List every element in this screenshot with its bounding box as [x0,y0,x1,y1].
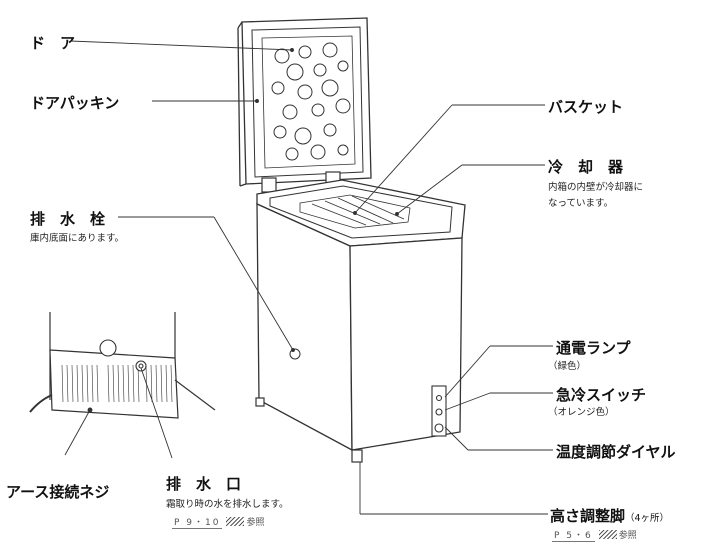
door-circle [286,63,304,81]
label-drain-plug-note: 庫内底面にあります。 [30,233,125,244]
vent-slat [122,364,125,403]
label-quick-freeze-switch: 急冷スイッチ [556,386,647,404]
adjust-feet-illustration [255,397,363,463]
vent-slat [71,364,74,403]
adjust-feet-ref-word: 参照 [618,531,637,541]
vent-slat [112,364,115,403]
door-circle [323,123,337,137]
label-adjust-feet-text: 高さ調整脚 [550,507,626,525]
door-circle [337,144,349,156]
control-panel [431,385,447,437]
door-circle [335,98,351,114]
hatch-icon [598,530,617,539]
vent-slat [91,364,94,403]
vent-slat [132,364,135,403]
label-quick-freeze-color: （オレンジ色） [548,407,615,418]
door-circle [298,45,312,59]
label-ground-screw: アース接続ネジ [6,483,110,501]
door-circle [337,60,349,72]
door-circle [297,84,313,100]
door-circle [271,81,285,95]
vent-slat [86,364,89,403]
vent-slat [117,364,120,403]
label-cooler: 冷 却 器 [548,158,624,176]
door-circle [313,63,327,77]
rear-view-illustration [49,312,216,419]
adjust-feet-ref-page: P 5・6 [552,528,595,542]
door-circle [321,79,339,97]
vent-slat [107,364,110,403]
leader-lines [64,40,553,515]
door-pattern [271,42,351,161]
label-adjust-feet-count: （4ヶ所） [625,513,670,524]
drain-outlet-page-ref: P 9・10 参照 [172,515,264,529]
door-circle [322,42,338,58]
vent-slat [137,364,140,403]
door-circle [311,103,325,117]
rear-vents [61,364,173,403]
vent-slat [66,364,69,403]
vent-slat [160,364,163,403]
door-circle [282,104,298,120]
vent-slat [170,364,173,403]
label-power-lamp: 通電ランプ [556,339,631,357]
label-drain-plug: 排 水 栓 [30,210,106,228]
vent-slat [150,364,153,403]
drain-outlet-ref-page: P 9・10 [172,515,223,529]
door-circle [294,127,312,145]
vent-slat [96,364,99,403]
door-circle [273,125,287,139]
door-circle [274,48,290,64]
label-basket: バスケット [548,98,624,116]
door-circle [285,147,299,161]
basket-illustration [299,194,411,229]
rear-parts [29,339,147,413]
vent-slat [155,364,158,403]
vent-slat [127,364,130,403]
label-drain-outlet: 排 水 口 [166,475,242,493]
hatch-icon [226,517,245,526]
label-drain-outlet-note: 霜取り時の水を排水します。 [166,499,289,510]
vent-slat [61,364,64,403]
label-cooler-note-2: なっています。 [548,198,614,209]
label-power-lamp-color: （緑色） [548,361,587,372]
drain-outlet-ref-word: 参照 [246,518,265,528]
label-temp-dial: 温度調節ダイヤル [556,443,676,461]
label-cooler-note-1: 内箱の内壁が冷却器に [548,182,644,193]
vent-slat [76,364,79,403]
adjust-feet-page-ref: P 5・6 参照 [552,528,637,542]
vent-slat [81,364,84,403]
door-circle [310,144,326,160]
label-door: ド ア [30,34,76,52]
vent-slat [165,364,168,403]
label-door-gasket: ドアパッキン [30,94,120,112]
label-adjust-feet: 高さ調整脚（4ヶ所） [550,505,669,526]
